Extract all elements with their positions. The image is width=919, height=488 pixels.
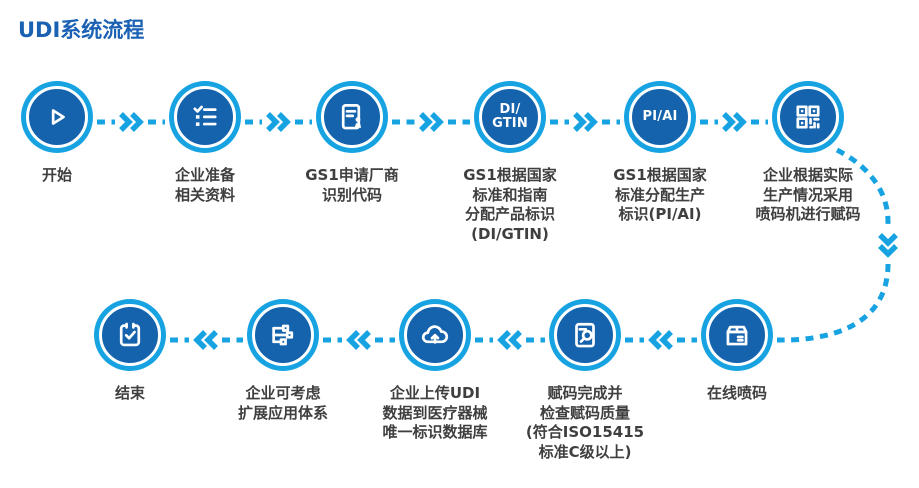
network-icon [272, 324, 294, 346]
node-extend-apps: 企业可考虑 扩展应用体系 [198, 304, 368, 423]
node-label: 结束 [114, 384, 145, 402]
node-pi-ai: PI/AI GS1根据国家 标准分配生产 标识(PI/AI) [575, 86, 745, 225]
inkjet-circle [777, 86, 839, 148]
apply-circle [321, 86, 383, 148]
node-upload-database: 企业上传UDI 数据到医疗器械 唯一标识数据库 [350, 304, 520, 443]
online-marking-circle [706, 304, 768, 366]
qr-code-icon [796, 105, 820, 129]
node-quality-check: 赋码完成并 检查赋码质量 (符合ISO15415 标准C级以上) [500, 304, 670, 462]
node-label: 企业根据实际 生产情况采用 喷码机进行赋码 [755, 166, 861, 223]
node-prepare-materials: 企业准备 相关资料 [120, 86, 290, 205]
quality-check-circle [554, 304, 616, 366]
node-label: 在线喷码 [706, 384, 767, 402]
node-label: GS1根据国家 标准和指南 分配产品标识 (DI/GTIN) [463, 166, 557, 243]
extend-apps-circle [252, 304, 314, 366]
node-label: GS1根据国家 标准分配生产 标识(PI/AI) [613, 166, 707, 223]
connector-arrow-right [392, 112, 470, 132]
node-end: 结束 [45, 304, 215, 404]
node-label: GS1申请厂商 识别代码 [305, 166, 399, 204]
connector-arrow-left [475, 330, 545, 350]
connector-arrow-right [245, 112, 312, 132]
node-label: 企业准备 相关资料 [174, 166, 235, 204]
connector-arrow-left [323, 330, 395, 350]
connector-arrow-right [97, 112, 165, 132]
start-circle [26, 86, 88, 148]
pi-ai-circle: PI/AI [629, 86, 691, 148]
connector-arrow-right [700, 112, 768, 132]
connector-arrow-right [550, 112, 620, 132]
play-icon [51, 109, 65, 125]
connector-arrow-left [170, 330, 243, 350]
connector-arrow-left [625, 330, 697, 350]
node-inkjet-marking: 企业根据实际 生产情况采用 喷码机进行赋码 [723, 86, 893, 225]
upload-circle [404, 304, 466, 366]
node-label: 企业可考虑 扩展应用体系 [237, 384, 328, 422]
page-title: UDI系统流程 [18, 18, 145, 42]
node-label: 企业上传UDI 数据到医疗器械 唯一标识数据库 [382, 384, 488, 441]
document-stamp-icon [341, 104, 362, 130]
package-icon [726, 325, 748, 346]
calendar-check-icon [119, 322, 141, 347]
pi-ai-text: PI/AI [642, 108, 678, 124]
checklist-icon [193, 105, 217, 126]
node-label: 开始 [41, 166, 72, 184]
di-gtin-circle: DI/ GTIN [479, 86, 541, 148]
node-label: 赋码完成并 检查赋码质量 (符合ISO15415 标准C级以上) [525, 384, 645, 461]
node-apply-gs1-code: GS1申请厂商 识别代码 [267, 86, 437, 205]
cloud-upload-icon [421, 325, 449, 344]
connector-curve-down [776, 147, 898, 343]
di-gtin-text: DI/ GTIN [492, 101, 528, 131]
prepare-circle [174, 86, 236, 148]
inspect-icon [575, 322, 595, 348]
end-circle [99, 304, 161, 366]
node-online-marking: 在线喷码 [652, 304, 822, 404]
node-start: 开始 [0, 86, 142, 186]
node-di-gtin: DI/ GTIN GS1根据国家 标准和指南 分配产品标识 (DI/GTIN) [425, 86, 595, 244]
